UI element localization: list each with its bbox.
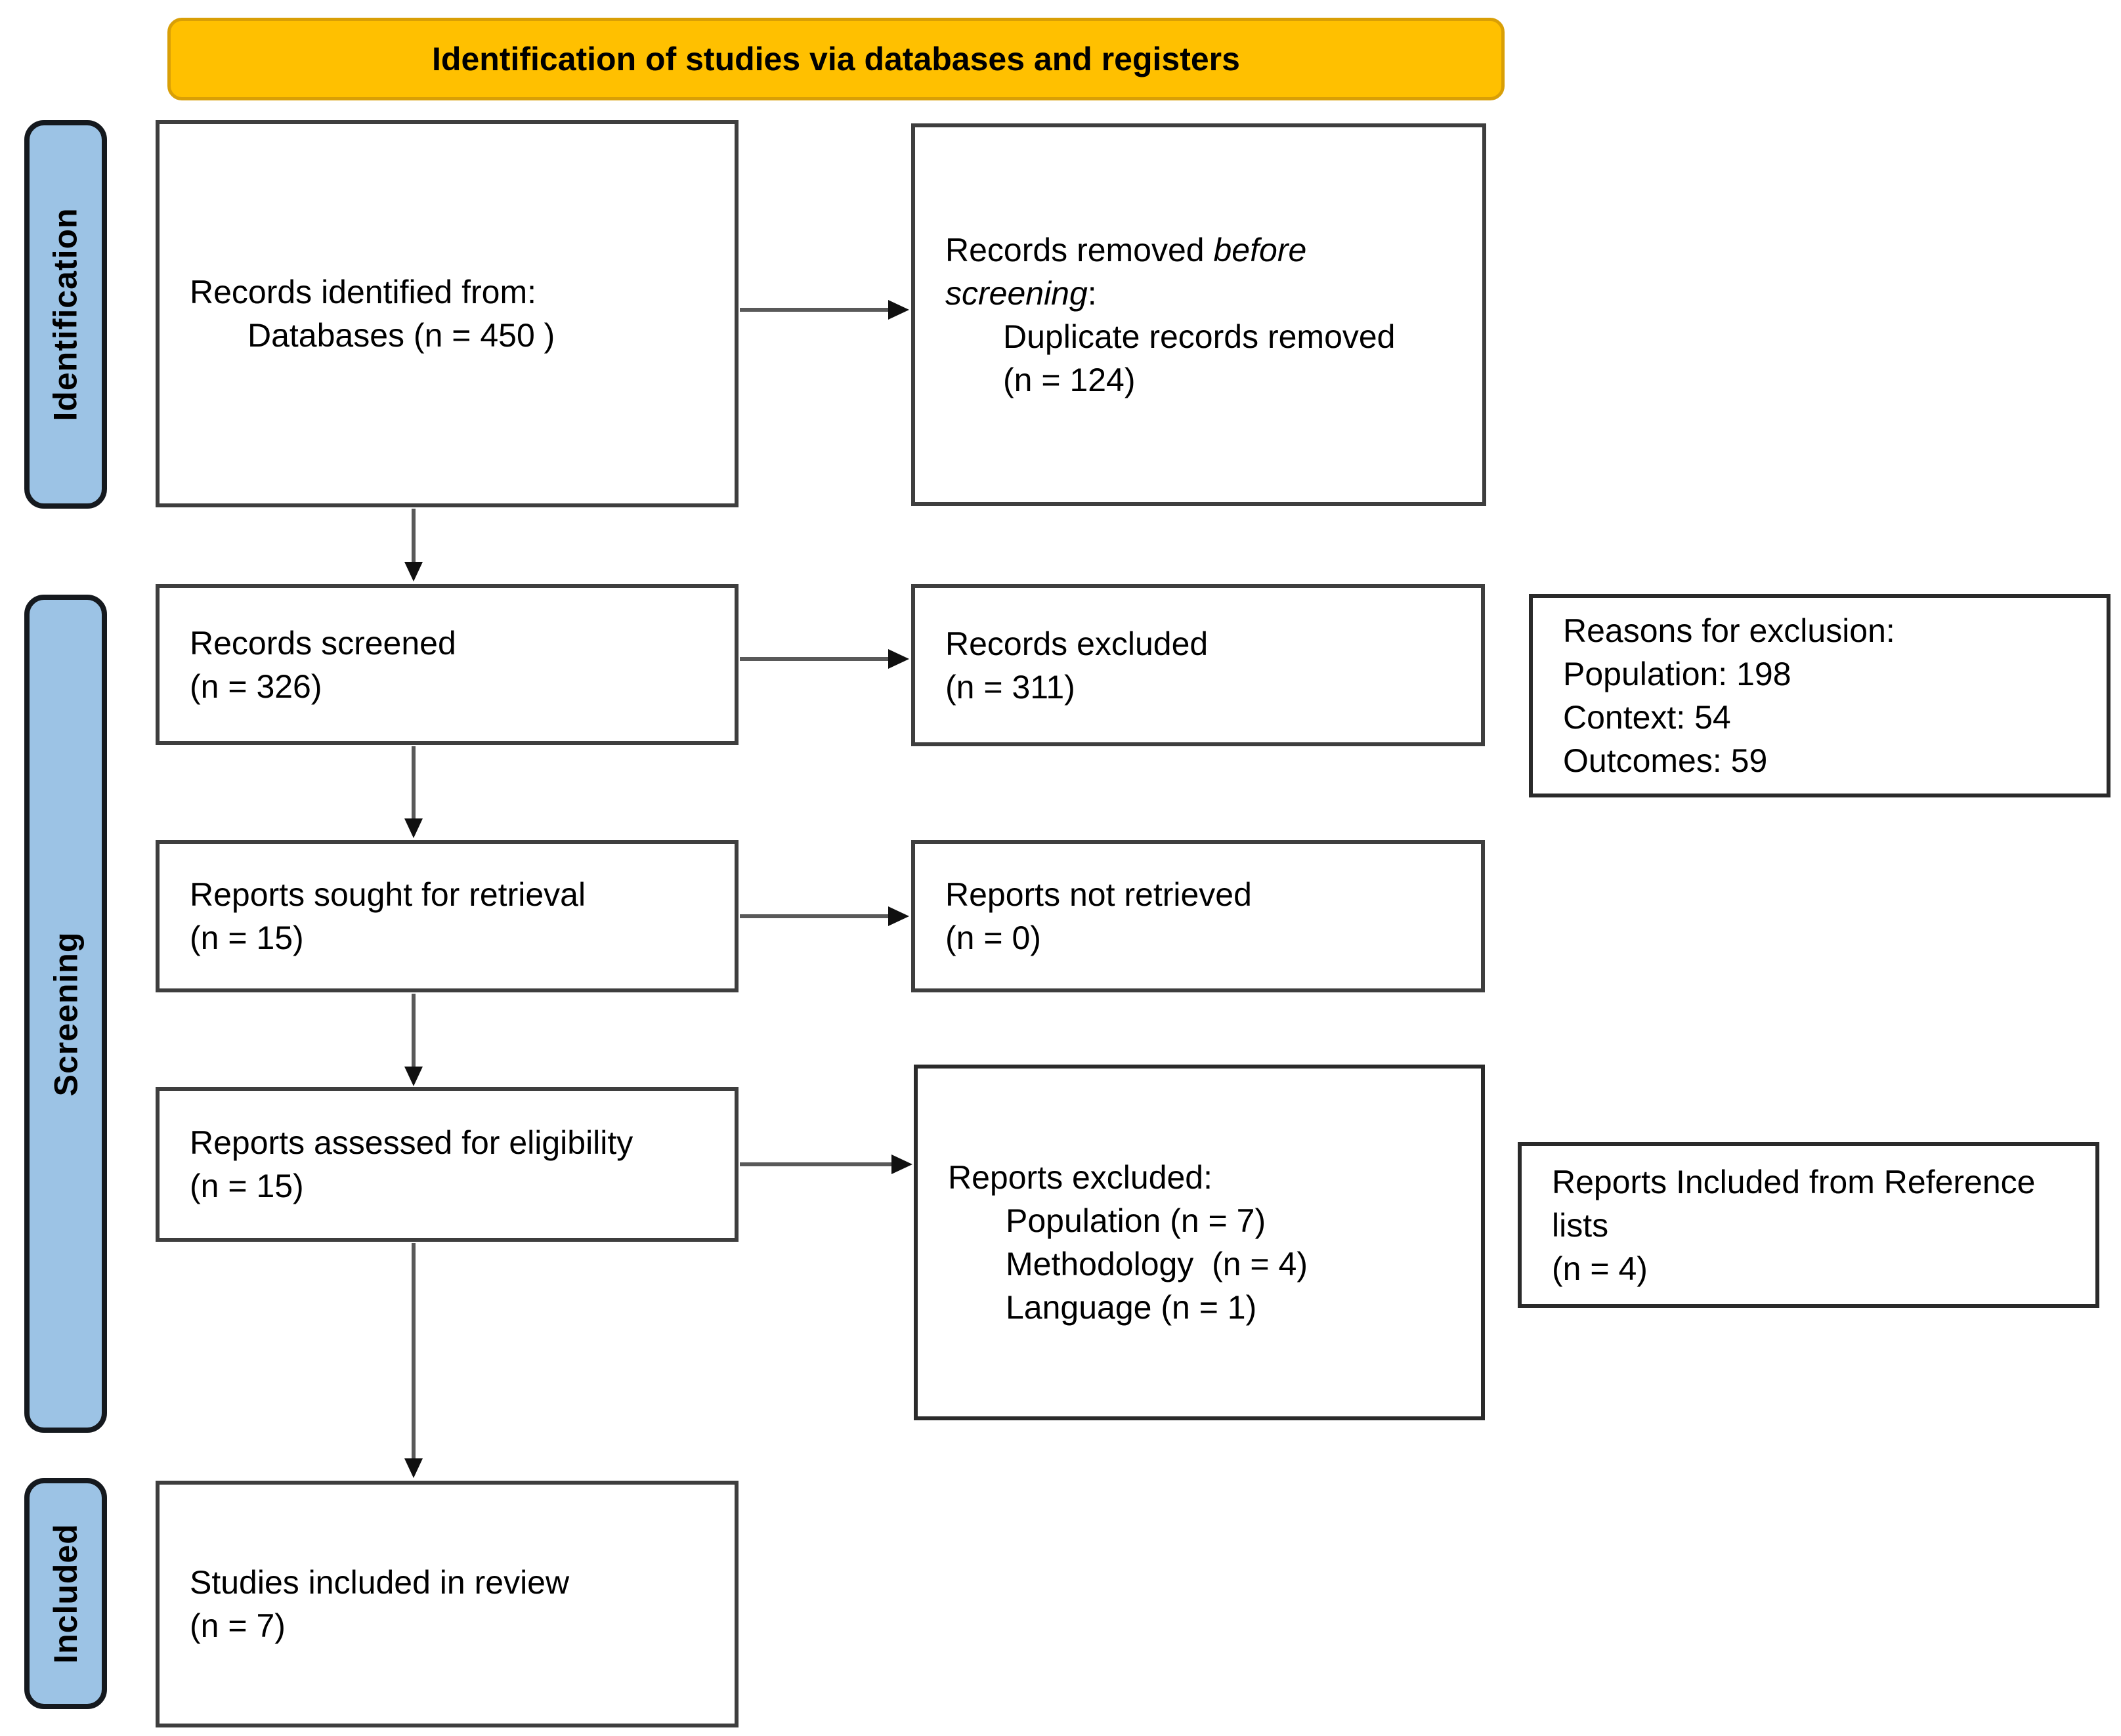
reports-not-retrieved-line2: (n = 0) xyxy=(945,920,1041,956)
studies-included-line2: (n = 7) xyxy=(190,1607,286,1644)
arrow-assessed-to-reports-excluded xyxy=(740,1162,893,1166)
arrow-sought-to-assessed xyxy=(412,994,416,1068)
box-reports-assessed: Reports assessed for eligibility (n = 15… xyxy=(156,1087,739,1242)
records-removed-detail2: (n = 124) xyxy=(1003,361,1136,398)
records-removed-colon: : xyxy=(1087,274,1097,312)
reports-excluded-line1: Reports excluded: xyxy=(948,1159,1213,1196)
arrow-screened-to-sought xyxy=(412,746,416,820)
records-removed-detail1: Duplicate records removed xyxy=(1003,318,1396,355)
records-excluded-line2: (n = 311) xyxy=(945,668,1075,706)
reports-excluded-detail2: Methodology (n = 4) xyxy=(1006,1246,1308,1282)
arrow-screened-to-excluded xyxy=(740,657,889,661)
stage-label-screening-text: Screening xyxy=(47,931,84,1096)
reports-included-refs-line1: Reports Included from Reference lists xyxy=(1552,1163,2045,1244)
box-records-identified: Records identified from: Databases (n = … xyxy=(156,120,739,507)
box-reasons-for-exclusion: Reasons for exclusion: Population: 198 C… xyxy=(1529,594,2110,797)
arrow-identified-to-screened xyxy=(412,509,416,563)
records-identified-line1: Records identified from: xyxy=(190,274,537,310)
arrow-assessed-to-studies-included xyxy=(412,1243,416,1460)
arrow-identified-to-removed xyxy=(740,308,889,312)
reports-assessed-line1: Reports assessed for eligibility xyxy=(190,1124,633,1161)
records-removed-italic-text: before screening xyxy=(945,231,1316,312)
banner-title: Identification of studies via databases … xyxy=(432,41,1240,77)
records-screened-line1: Records screened xyxy=(190,624,456,662)
reasons-line3: Context: 54 xyxy=(1563,699,1731,736)
box-reports-excluded: Reports excluded: Population (n = 7) Met… xyxy=(914,1065,1485,1420)
reports-excluded-detail3: Language (n = 1) xyxy=(1006,1289,1257,1326)
reports-excluded-detail1: Population (n = 7) xyxy=(1006,1202,1266,1239)
stage-label-included: Included xyxy=(24,1478,107,1709)
reports-included-refs-line2: (n = 4) xyxy=(1552,1250,1648,1287)
records-identified-line2: Databases (n = 450 ) xyxy=(247,317,555,354)
reports-not-retrieved-line1: Reports not retrieved xyxy=(945,876,1252,913)
box-records-removed-before-screening: Records removed before screening: Duplic… xyxy=(911,123,1486,506)
records-removed-line1: Records removed before screening: xyxy=(945,228,1464,315)
reasons-line1: Reasons for exclusion: xyxy=(1563,612,1895,649)
box-reports-not-retrieved: Reports not retrieved (n = 0) xyxy=(911,840,1485,992)
stage-label-included-text: Included xyxy=(47,1523,85,1664)
records-removed-text: Records removed xyxy=(945,231,1214,268)
reports-assessed-line2: (n = 15) xyxy=(190,1168,304,1204)
studies-included-line1: Studies included in review xyxy=(190,1564,570,1601)
stage-label-identification-text: Identification xyxy=(47,207,85,421)
box-reports-included-from-references: Reports Included from Reference lists (n… xyxy=(1518,1142,2099,1308)
box-records-screened: Records screened (n = 326) xyxy=(156,584,739,745)
box-reports-sought: Reports sought for retrieval (n = 15) xyxy=(156,840,739,992)
banner-databases-registers: Identification of studies via databases … xyxy=(167,18,1505,100)
stage-label-identification: Identification xyxy=(24,120,107,509)
arrow-sought-to-not-retrieved xyxy=(740,914,889,918)
stage-label-screening: Screening xyxy=(24,595,107,1433)
reports-sought-line2: (n = 15) xyxy=(190,920,304,956)
reports-sought-line1: Reports sought for retrieval xyxy=(190,876,586,913)
box-records-excluded: Records excluded (n = 311) xyxy=(911,584,1485,746)
box-studies-included: Studies included in review (n = 7) xyxy=(156,1481,739,1727)
records-screened-line2: (n = 326) xyxy=(190,667,322,705)
records-excluded-line1: Records excluded xyxy=(945,625,1209,662)
reasons-line2: Population: 198 xyxy=(1563,656,1791,692)
reasons-line4: Outcomes: 59 xyxy=(1563,742,1768,779)
